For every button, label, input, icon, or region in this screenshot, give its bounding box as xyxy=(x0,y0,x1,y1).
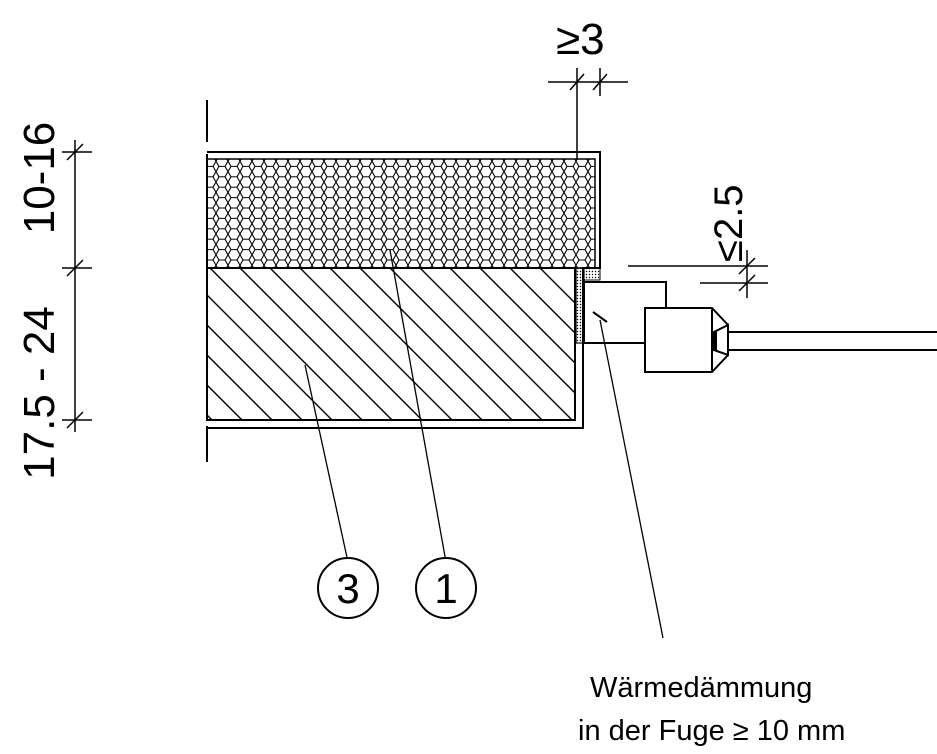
note-line-2: in der Fuge ≥ 10 mm xyxy=(578,715,845,747)
callout-3-label: 3 xyxy=(336,565,359,612)
joint-insulation-top xyxy=(583,267,601,281)
hatch-lines xyxy=(207,268,575,420)
callout-3: 3 xyxy=(317,557,379,619)
leader-lines xyxy=(304,249,664,639)
dimension-top-layer-label: 10-16 xyxy=(15,122,64,235)
anchor-bolt xyxy=(644,307,937,373)
dimension-joint-width xyxy=(628,250,768,298)
dimension-left xyxy=(62,140,92,432)
concrete-slab xyxy=(206,267,576,421)
joint-insulation xyxy=(575,267,585,344)
insulation-layer xyxy=(206,158,596,269)
callout-1-label: 1 xyxy=(434,565,457,612)
dimension-joint-width-label: ≤2.5 xyxy=(707,184,751,262)
callout-1: 1 xyxy=(415,557,477,619)
dimension-top-gap xyxy=(548,68,628,160)
dimension-top-gap-label: ≥3 xyxy=(556,15,605,64)
dimension-bottom-layer-label: 17.5 - 24 xyxy=(15,306,64,480)
connector-bracket xyxy=(583,281,667,344)
note-line-1: Wärmedämmung xyxy=(590,672,812,704)
